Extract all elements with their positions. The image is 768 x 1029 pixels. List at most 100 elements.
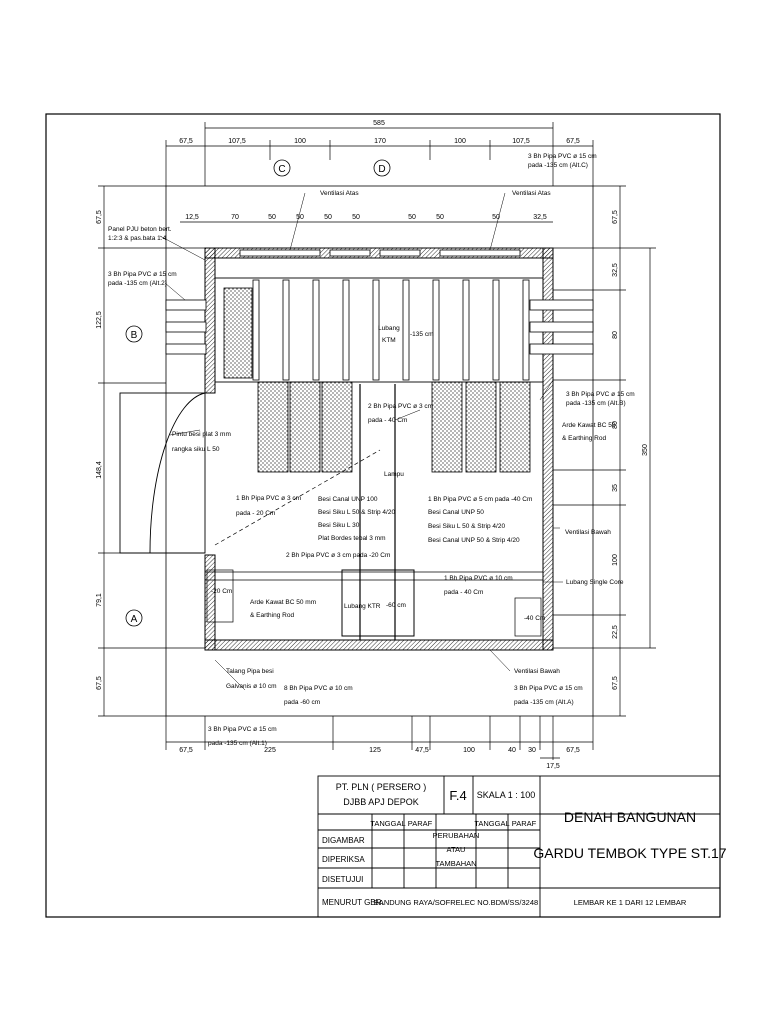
label-besi-canal-right-2: Besi Canal UNP 50 & Strip 4/20 [428, 537, 520, 544]
dim-right-total: 350 [642, 444, 649, 456]
dim-right-8: 67,5 [612, 676, 619, 690]
label-pipa-3cm-40: 2 Bh Pipa PVC ø 3 cm [368, 403, 433, 410]
dim-bottom-4: 47,5 [415, 747, 429, 754]
dim-inner-8: 50 [436, 214, 444, 221]
company-name: PT. PLN ( PERSERO ) [336, 782, 427, 792]
dim-bottom-5: 100 [463, 747, 475, 754]
sheet-number: LEMBAR KE 1 DARI 12 LEMBAR [574, 898, 687, 907]
dim-bottom-3: 125 [369, 747, 381, 754]
reference-drawing: BANDUNG RAYA/SOFRELEC NO.BDM/SS/3248 [374, 898, 538, 907]
label-pipa-alt1: 3 Bh Pipa PVC ø 15 cm [208, 726, 277, 733]
col-tanggal: TANGGAL [370, 819, 405, 828]
dimension-lines-bottom [165, 716, 594, 760]
label-ventilasi-atas-2: Ventilasi Atas [512, 190, 551, 197]
dim-top-5: 100 [454, 138, 466, 145]
dim-bottom-1: 67,5 [179, 747, 193, 754]
dim-bottom-6: 40 [508, 747, 516, 754]
dim-left-1: 67,5 [96, 210, 103, 224]
label-pipa-atc-2: pada -135 cm (Alt.C) [528, 162, 588, 169]
perubahan-line3: TAMBAHAN [435, 859, 476, 868]
cable-trenches [205, 449, 543, 637]
label-minus135: -135 cm [410, 331, 433, 338]
dim-right-6: 100 [612, 554, 619, 566]
dim-inner-7: 50 [408, 214, 416, 221]
dim-left-4: 79,1 [96, 593, 103, 607]
label-panel-pju: Panel PJU beton bert. [108, 226, 172, 233]
label-pipa-alt2-2: pada -135 cm (Alt.2) [108, 280, 167, 287]
label-pipa-altb-2: pada -135 cm (Alt.B) [566, 400, 626, 407]
dim-top-1: 67,5 [179, 138, 193, 145]
dim-right-4: 80 [612, 421, 619, 429]
dim-inner-1: 12,5 [185, 214, 199, 221]
label-ventilasi-bawah: Ventilasi Bawah [565, 529, 611, 536]
entrance-door [119, 392, 206, 554]
label-pipa-alta: 3 Bh Pipa PVC ø 15 cm [514, 685, 583, 692]
label-lubang-ktr: Lubang KTR [344, 603, 381, 610]
dim-inner-10: 32,5 [533, 214, 547, 221]
row-menurut: MENURUT GBR. [322, 898, 384, 907]
dim-right-5: 35 [612, 484, 619, 492]
dim-inner-2: 70 [231, 214, 239, 221]
label-pipa-1bh-left: 1 Bh Pipa PVC ø 3 cm [236, 495, 301, 502]
label-pipa-1bh-left-2: pada - 20 Cm [236, 510, 275, 517]
perubahan-line2: ATAU [447, 845, 466, 854]
axis-marker-b: B [131, 330, 138, 341]
axis-markers [125, 159, 391, 627]
dim-left-2: 122,5 [96, 311, 103, 329]
dimension-lines-top [165, 122, 594, 223]
label-pintu: Pintu besi plat 3 mm [172, 431, 231, 438]
row-digambar: DIGAMBAR [322, 836, 365, 845]
label-ventilasi-atas-1: Ventilasi Atas [320, 190, 359, 197]
row-disetujui: DISETUJUI [322, 875, 363, 884]
dim-top-6: 107,5 [512, 138, 530, 145]
label-besi-canal-left: Besi Canal UNP 100 [318, 496, 378, 503]
dim-inner-6: 50 [352, 214, 360, 221]
label-besi-siku-right: Besi Siku L 50 & Strip 4/20 [428, 523, 505, 530]
dim-bottom-2: 225 [264, 747, 276, 754]
label-minus40: -40 Cm [524, 615, 545, 622]
label-pipa-8bh-2: pada -60 cm [284, 699, 320, 706]
label-arde-left-2: & Earthing Rod [250, 612, 294, 619]
axis-marker-d: D [378, 164, 385, 175]
label-pipa-1bh-right: 1 Bh Pipa PVC ø 5 cm pada -40 Cm [428, 496, 532, 503]
switchgear-panels [214, 277, 544, 640]
dim-inner-3: 50 [268, 214, 276, 221]
row-diperiksa: DIPERIKSA [322, 855, 365, 864]
dim-top-4: 170 [374, 138, 386, 145]
label-pipa-altb: 3 Bh Pipa PVC ø 15 cm [566, 391, 635, 398]
label-besi-canal-right: Besi Canal UNP 50 [428, 509, 484, 516]
label-pipa-alt1-2: pada -135 cm (Alt.1) [208, 740, 267, 747]
unit-name: DJBB APJ DEPOK [343, 797, 419, 807]
dim-bottom-7: 30 [528, 747, 536, 754]
label-talang: Talang Pipa besi [226, 668, 274, 675]
label-arde-left: Arde Kawat BC 50 mm [250, 599, 316, 606]
dim-bottom-8: 67,5 [566, 747, 580, 754]
label-pipa-8bh: 8 Bh Pipa PVC ø 10 cm [284, 685, 353, 692]
axis-marker-c: C [278, 164, 285, 175]
col-tanggal-2: TANGGAL [474, 819, 509, 828]
label-lubang-single-core: Lubang Single Core [566, 579, 624, 586]
label-ventilasi-bawah-2: Ventilasi Bawah [514, 668, 560, 675]
label-pipa-2bh: 2 Bh Pipa PVC ø 3 cm pada -20 Cm [286, 552, 390, 559]
label-pintu-2: rangka siku L 50 [172, 446, 220, 453]
axis-marker-a: A [131, 614, 138, 625]
title-block [317, 775, 721, 918]
dim-inner-4: 50 [296, 214, 304, 221]
leader-lines [159, 192, 563, 691]
label-pipa-10-40-2: pada - 40 Cm [444, 589, 483, 596]
label-arde-right-2: & Earthing Rod [562, 435, 606, 442]
label-plat-bordes: Plat Bordes tebal 3 mm [318, 535, 386, 542]
dim-overall: 585 [373, 120, 385, 127]
dimension-lines-left [98, 185, 205, 717]
dim-top-7: 67,5 [566, 138, 580, 145]
building-walls [204, 247, 554, 651]
top-ventilation [239, 249, 521, 257]
col-paraf: PARAF [408, 819, 433, 828]
label-lubang-ktm: Lubang [378, 325, 400, 332]
dim-inner-9: 50 [492, 214, 500, 221]
label-besi-siku-l30: Besi Siku L 30 [318, 522, 360, 529]
dim-left-3: 148,4 [96, 461, 103, 479]
dim-top-2: 107,5 [228, 138, 246, 145]
